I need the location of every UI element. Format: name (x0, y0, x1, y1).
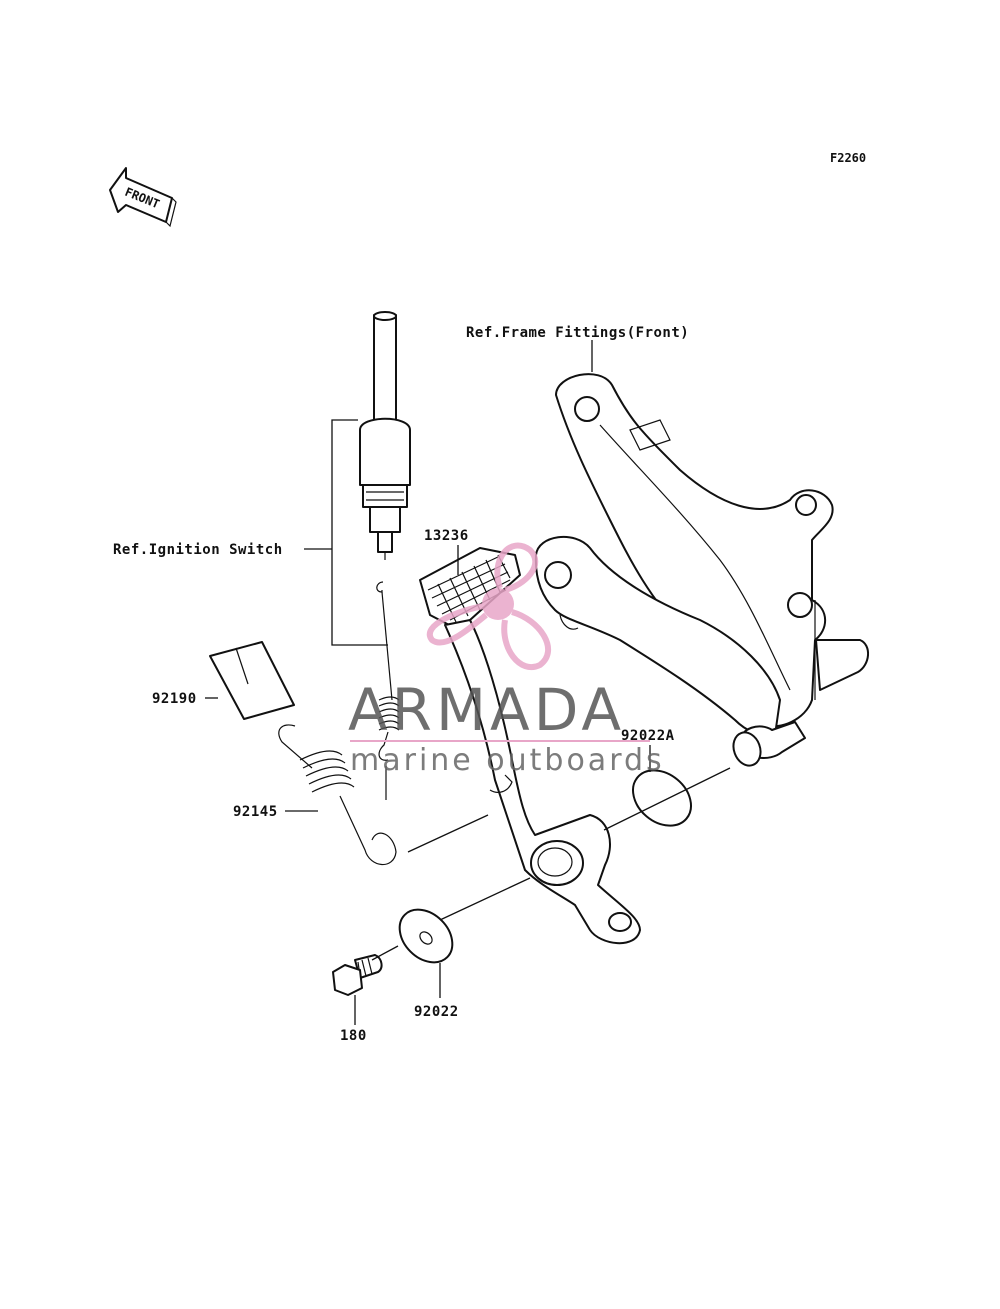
label-ignition-switch-ref: Ref.Ignition Switch (113, 542, 283, 558)
label-180: 180 (340, 1028, 367, 1044)
brake-light-switch (359, 311, 411, 560)
watermark-tagline: marine outboards (350, 743, 665, 778)
label-92022: 92022 (414, 1004, 459, 1020)
bolt-180 (332, 954, 383, 996)
return-spring (278, 724, 397, 866)
frame-fittings-bracket (555, 373, 869, 728)
label-13236: 13236 (424, 528, 469, 544)
watermark-logo-icon (426, 542, 552, 670)
spring-cover (209, 641, 295, 720)
switch-spring (376, 581, 400, 800)
washer-92022a (632, 769, 692, 827)
figure-code: F2260 (830, 151, 866, 165)
leader-lines (205, 340, 731, 1025)
front-arrow-icon: FRONT (109, 167, 177, 228)
label-92145: 92145 (233, 804, 278, 820)
label-frame-fittings-ref: Ref.Frame Fittings(Front) (466, 325, 689, 341)
label-92190: 92190 (152, 691, 197, 707)
washer-92022 (398, 908, 454, 964)
watermark-brand: ARMADA (348, 676, 625, 744)
pedal-mount-arm (534, 535, 806, 767)
